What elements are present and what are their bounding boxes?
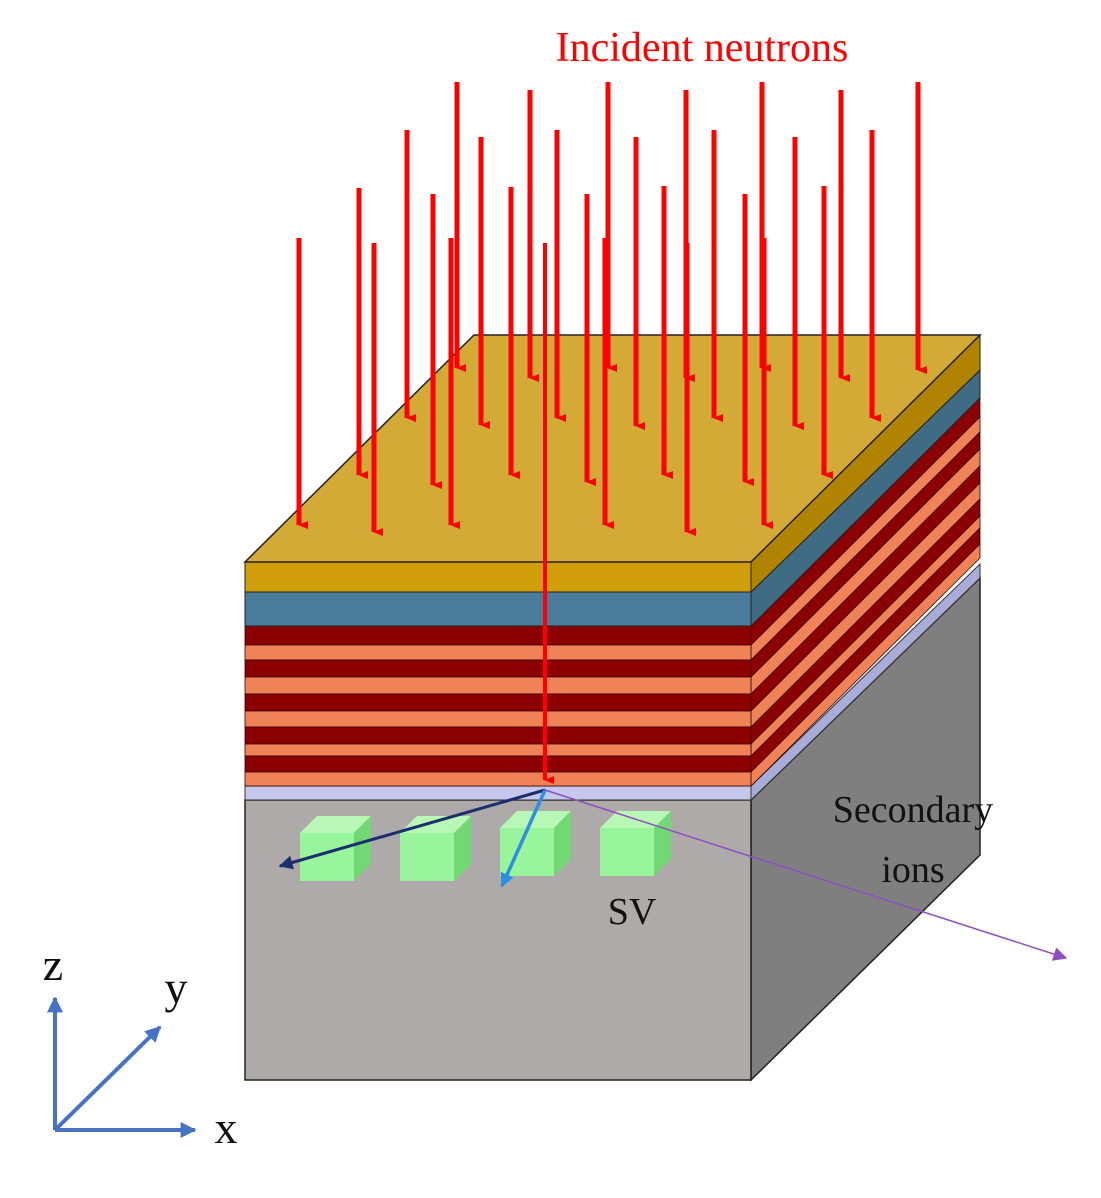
stack-layer-light-front xyxy=(244,676,752,695)
sensitive-volume-cube xyxy=(400,816,471,881)
sv-cube-top xyxy=(400,816,471,833)
stack-layer-dark-front xyxy=(244,726,752,745)
blue-layer xyxy=(244,368,981,628)
multilayer-stack xyxy=(244,397,981,787)
gold-layer-front xyxy=(244,561,752,593)
secondary-ion-down-track xyxy=(500,789,547,888)
sv-cube-front xyxy=(600,828,654,876)
stack-layer-light-front xyxy=(244,644,752,661)
sv-cube-top xyxy=(500,811,571,828)
incident-neutrons-label: Incident neutrons xyxy=(556,25,849,71)
stack-layer-light-front xyxy=(244,710,752,728)
sv-cube-side xyxy=(554,811,571,876)
stack-layer-light-front xyxy=(244,743,752,757)
stack-layer-dark-front xyxy=(244,625,752,646)
sensitive-volume-cube xyxy=(300,816,371,881)
secondary-ion-right-track xyxy=(544,789,1068,961)
incident-neutron-arrows xyxy=(296,82,927,784)
stack-layer-light-front xyxy=(244,771,752,787)
sv-label: SV xyxy=(608,891,657,933)
sv-cube-side xyxy=(454,816,471,881)
y-axis-label: y xyxy=(165,962,188,1013)
stack-layer-dark-front xyxy=(244,693,752,712)
secondary-ions-label-line2: ions xyxy=(881,849,944,891)
z-axis-label: z xyxy=(43,939,63,990)
sensitive-volume-cube xyxy=(600,811,671,876)
x-axis-label: x xyxy=(215,1102,238,1153)
stack-layer-dark-front xyxy=(244,755,752,773)
thin-interlayer xyxy=(244,562,981,802)
sv-cube-front xyxy=(400,833,454,881)
y-axis xyxy=(53,1025,162,1132)
stack-layer-dark-front xyxy=(244,659,752,678)
secondary-ion-left-track xyxy=(278,788,546,870)
secondary-ion-tracks xyxy=(278,788,1068,961)
sv-cube-side xyxy=(354,816,371,881)
coordinate-axes: z y x xyxy=(43,939,238,1153)
secondary-ions-label-line1: Secondary xyxy=(833,789,993,831)
sv-cube-top xyxy=(300,816,371,833)
